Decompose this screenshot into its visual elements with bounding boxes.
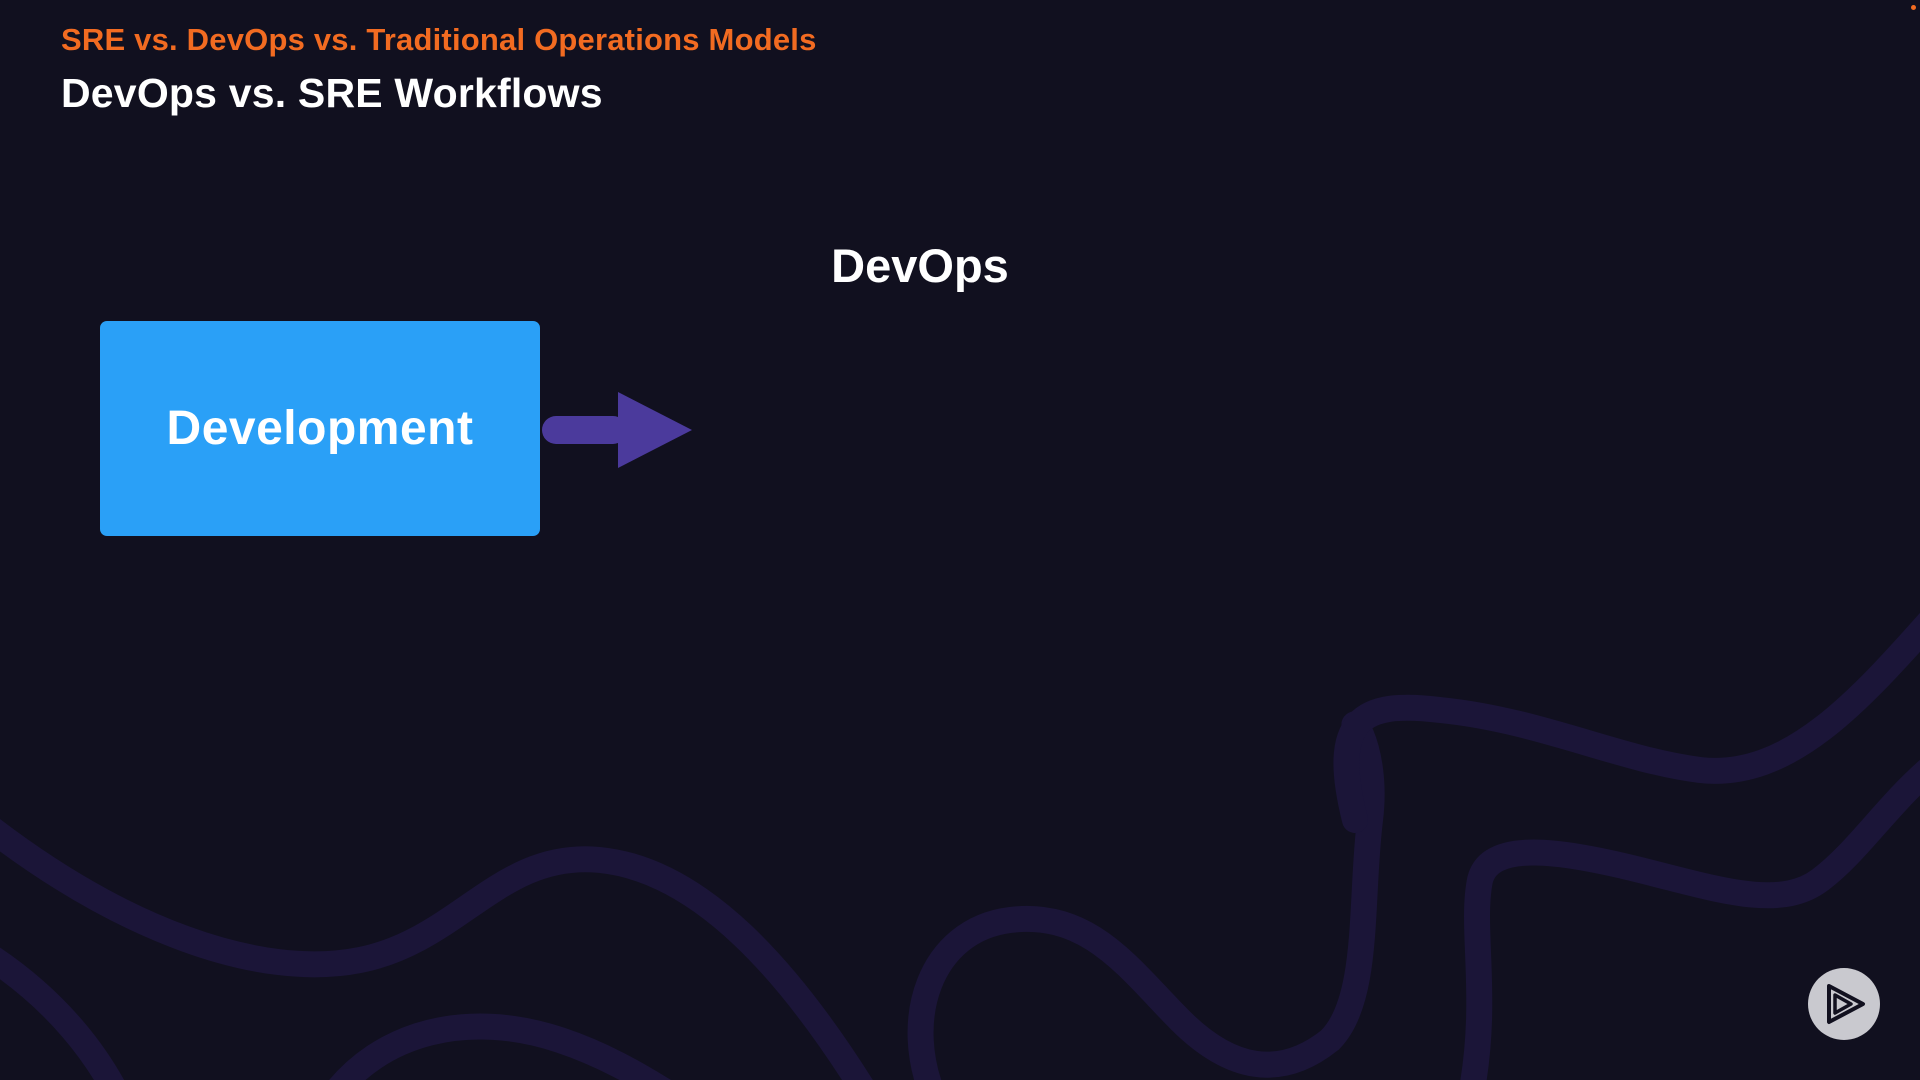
right-arrow-icon — [542, 392, 692, 468]
development-box: Development — [100, 321, 540, 536]
course-title: SRE vs. DevOps vs. Traditional Operation… — [61, 22, 817, 57]
slide-title: DevOps vs. SRE Workflows — [61, 70, 603, 116]
corner-indicator-dot — [1911, 5, 1916, 10]
play-logo-icon — [1827, 984, 1865, 1024]
player-logo-button[interactable] — [1808, 968, 1880, 1040]
section-heading-devops: DevOps — [831, 239, 1009, 292]
development-box-label: Development — [166, 402, 474, 455]
